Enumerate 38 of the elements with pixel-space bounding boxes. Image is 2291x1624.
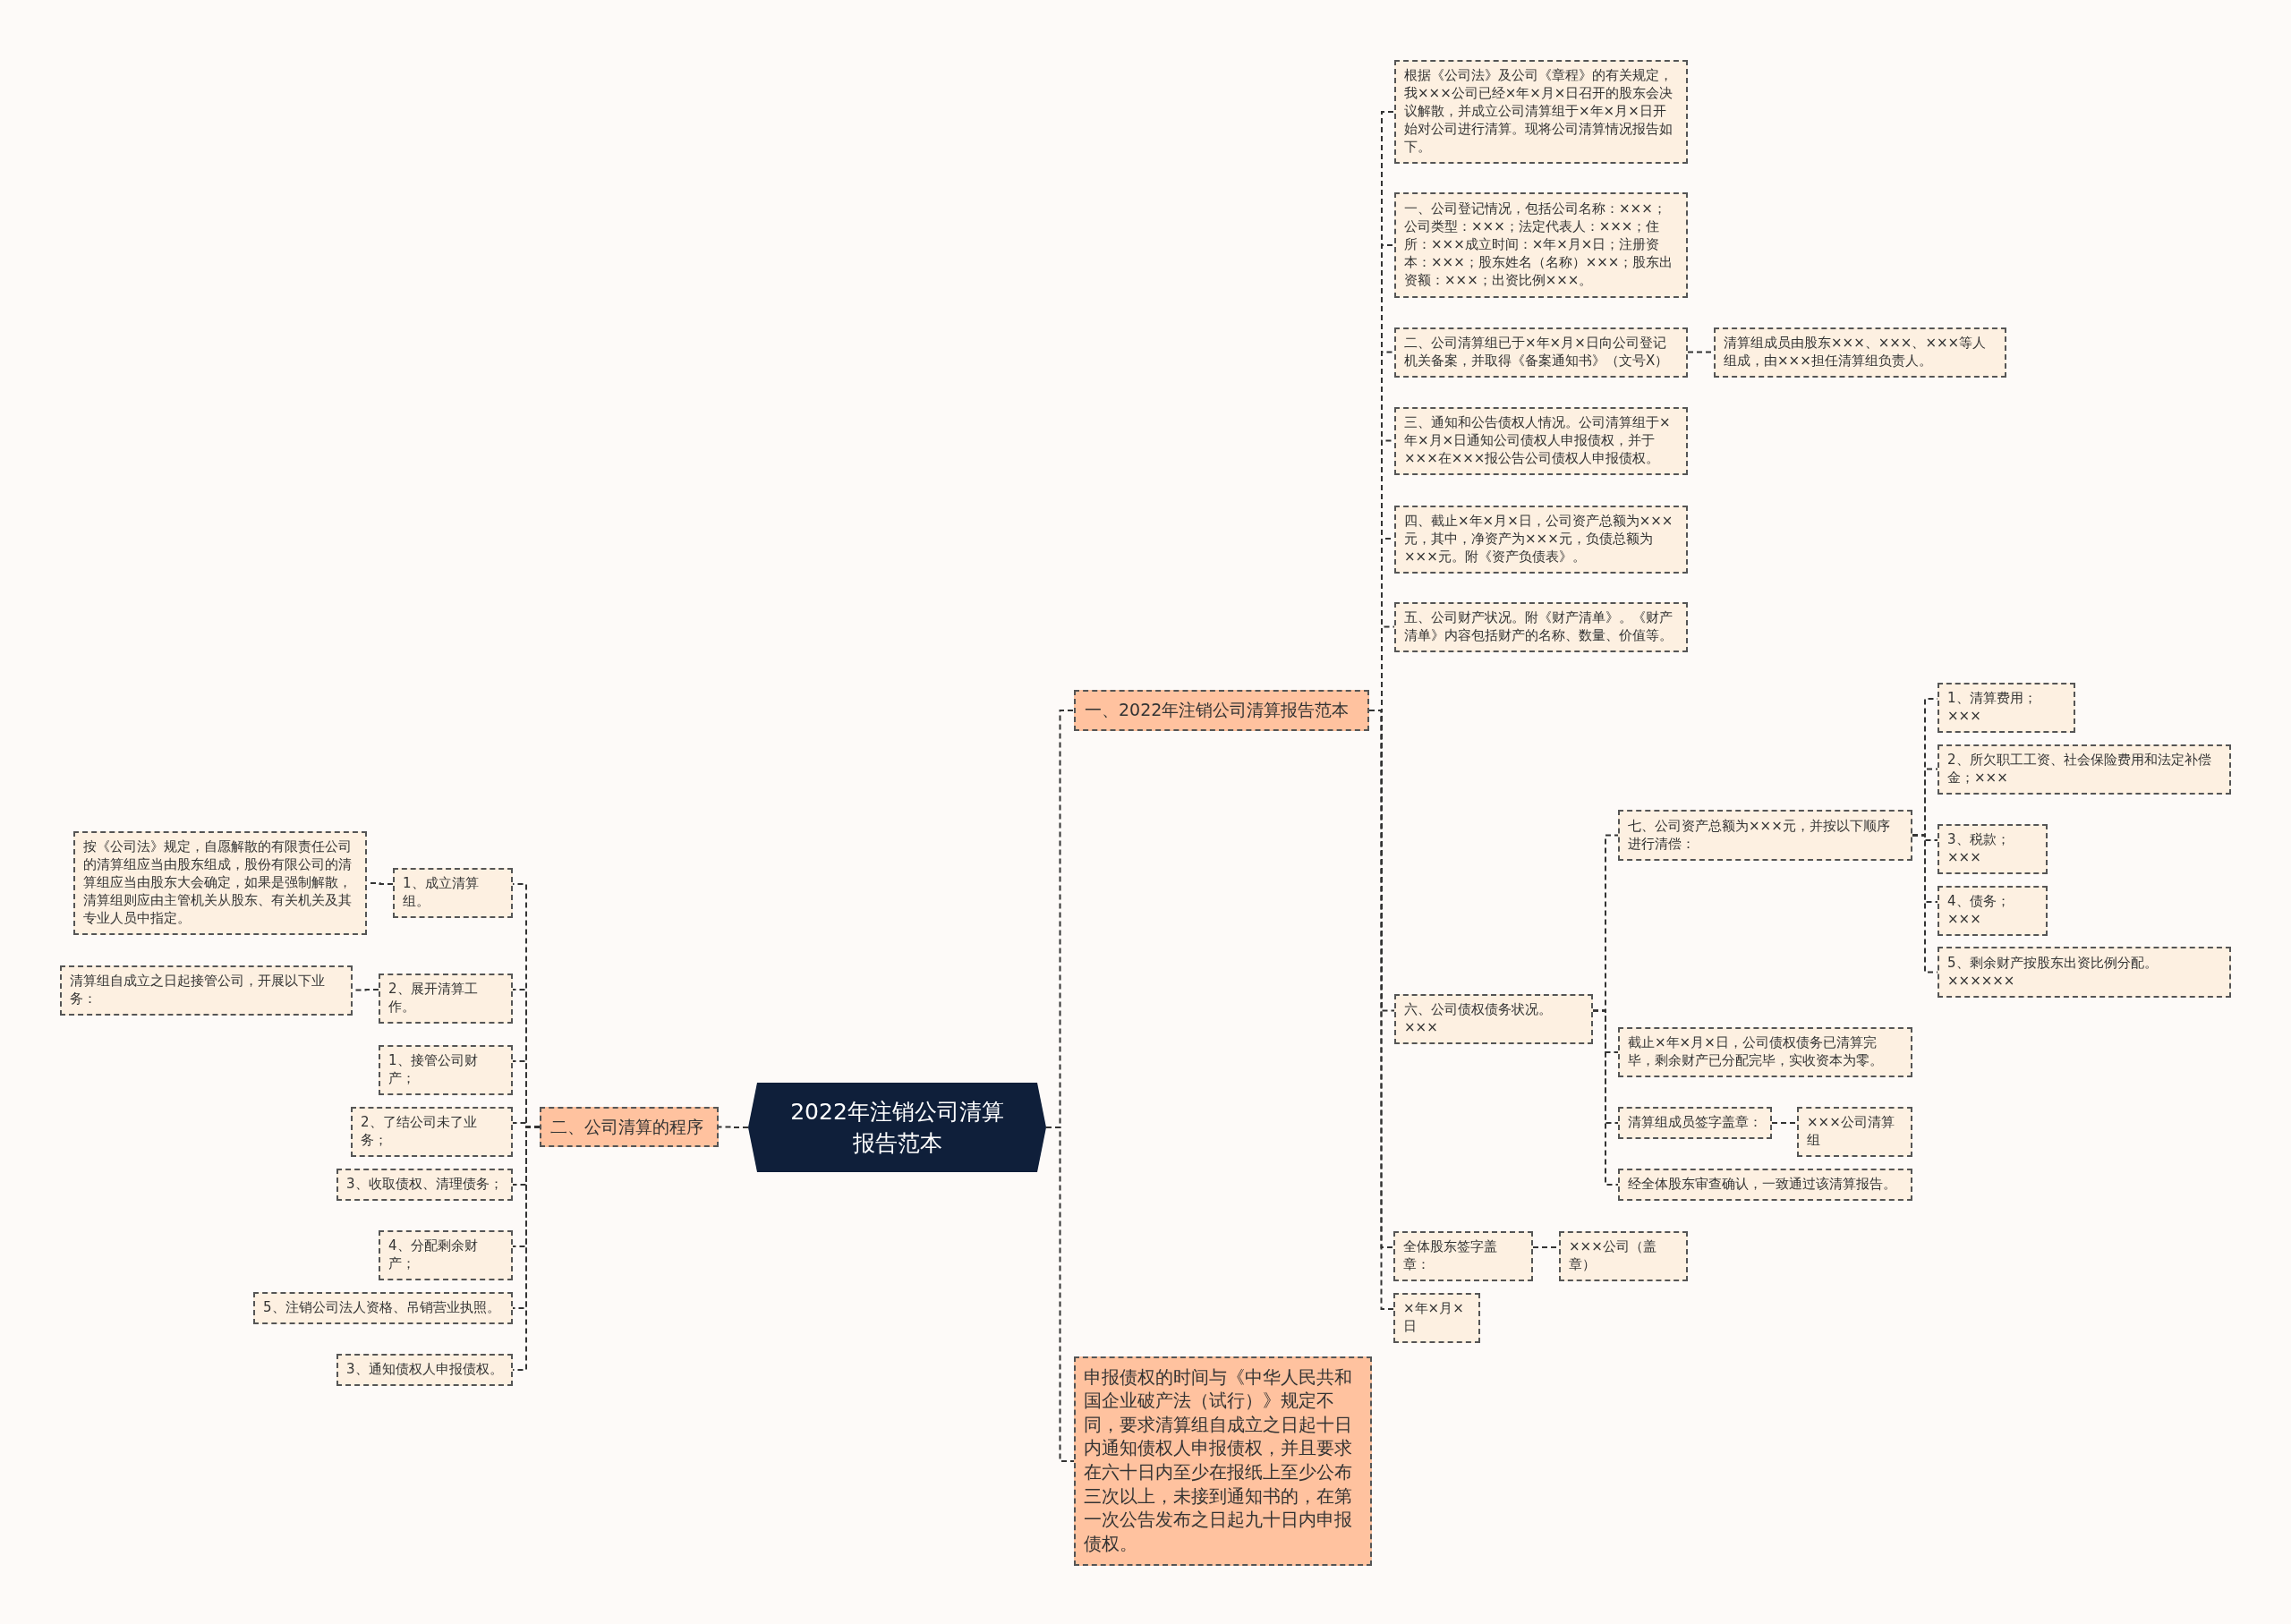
topic-box: ×××公司（盖章） [1559,1231,1688,1281]
topic-box: 2、了结公司未了业务； [351,1107,513,1157]
topic-box: 清算组自成立之日起接管公司，开展以下业务： [60,965,353,1016]
topic-box: 1、接管公司财产； [379,1045,513,1095]
topic-box: 清算组成员由股东×××、×××、×××等人组成，由×××担任清算组负责人。 [1714,327,2006,378]
connector-line [718,1126,749,1128]
connector-line [1771,1122,1798,1124]
topic-box: 4、分配剩余财产； [379,1230,513,1280]
central-topic: 2022年注销公司清算报告范本 [748,1083,1046,1172]
topic-box: 四、截止×年×月×日，公司资产总额为×××元，其中，净资产为×××元，负债总额为×××元。附《资产负债表》。 [1394,506,1688,574]
topic-box: 六、公司债权债务状况。××× [1394,994,1593,1044]
topic-box: 一、公司登记情况，包括公司名称：×××；公司类型：×××；法定代表人：×××；住所：×××成立时间：×年×月×日；注册资本：×××；股东姓名（名称）×××；股东出资额：×××；出资比例×××。 [1394,192,1688,298]
topic-box: 根据《公司法》及公司《章程》的有关规定，我×××公司已经×年×月×日召开的股东会决议解散，并成立公司清算组于×年×月×日开始对公司进行清算。现将公司清算情况报告如下。 [1394,60,1688,164]
branch-topic-box: 二、公司清算的程序 [540,1107,719,1147]
topic-box: 按《公司法》规定，自愿解散的有限责任公司的清算组应当由股东组成，股份有限公司的清算组应当由股东大会确定，如果是强制解散，清算组则应由主管机关从股东、有关机关及其专业人员中指定。 [73,831,367,935]
topic-box: 1、成立清算组。 [393,868,513,918]
topic-box: 二、公司清算组已于×年×月×日向公司登记机关备案，并取得《备案通知书》（文号X） [1394,327,1688,378]
topic-box: 3、税款；××× [1938,824,2048,874]
topic-box: 清算组成员签字盖章： [1618,1107,1772,1139]
topic-box: 1、清算费用；××× [1938,683,2075,733]
topic-box: 3、通知债权人申报债权。 [336,1354,513,1386]
note-box: 申报债权的时间与《中华人民共和国企业破产法（试行）》规定不同，要求清算组自成立之日起十日内通知债权人申报债权，并且要求在六十日内至少在报纸上至少公布三次以上，未接到通知书的，在第一次公告发布之日起九十日内申报债权。 [1074,1356,1372,1566]
topic-box: 4、债务；××× [1938,886,2048,936]
topic-box: 5、注销公司法人资格、吊销营业执照。 [253,1292,513,1324]
topic-box: ×××公司清算组 [1797,1107,1912,1157]
topic-box: 3、收取债权、清理债务； [336,1169,513,1201]
topic-box: 经全体股东审查确认，一致通过该清算报告。 [1618,1169,1912,1201]
topic-box: 2、所欠职工工资、社会保险费用和法定补偿金；××× [1938,744,2231,795]
topic-box: ×年×月×日 [1393,1293,1480,1343]
topic-box: 七、公司资产总额为×××元，并按以下顺序进行清偿： [1618,810,1912,861]
topic-box: 5、剩余财产按股东出资比例分配。×××××× [1938,947,2231,998]
topic-box: 全体股东签字盖章： [1393,1231,1533,1281]
connector-line [1592,1009,1619,1186]
topic-box: 2、展开清算工作。 [379,974,513,1024]
branch-topic-box: 一、2022年注销公司清算报告范本 [1074,690,1369,731]
topic-box: 三、通知和公告债权人情况。公司清算组于×年×月×日通知公司债权人申报债权，并于×××在×××报公告公司债权人申报债权。 [1394,407,1688,475]
topic-box: 五、公司财产状况。附《财产清单》。《财产清单》内容包括财产的名称、数量、价值等。 [1394,602,1688,652]
topic-box: 截止×年×月×日，公司债权债务已清算完毕，剩余财产已分配完毕，实收资本为零。 [1618,1027,1912,1077]
